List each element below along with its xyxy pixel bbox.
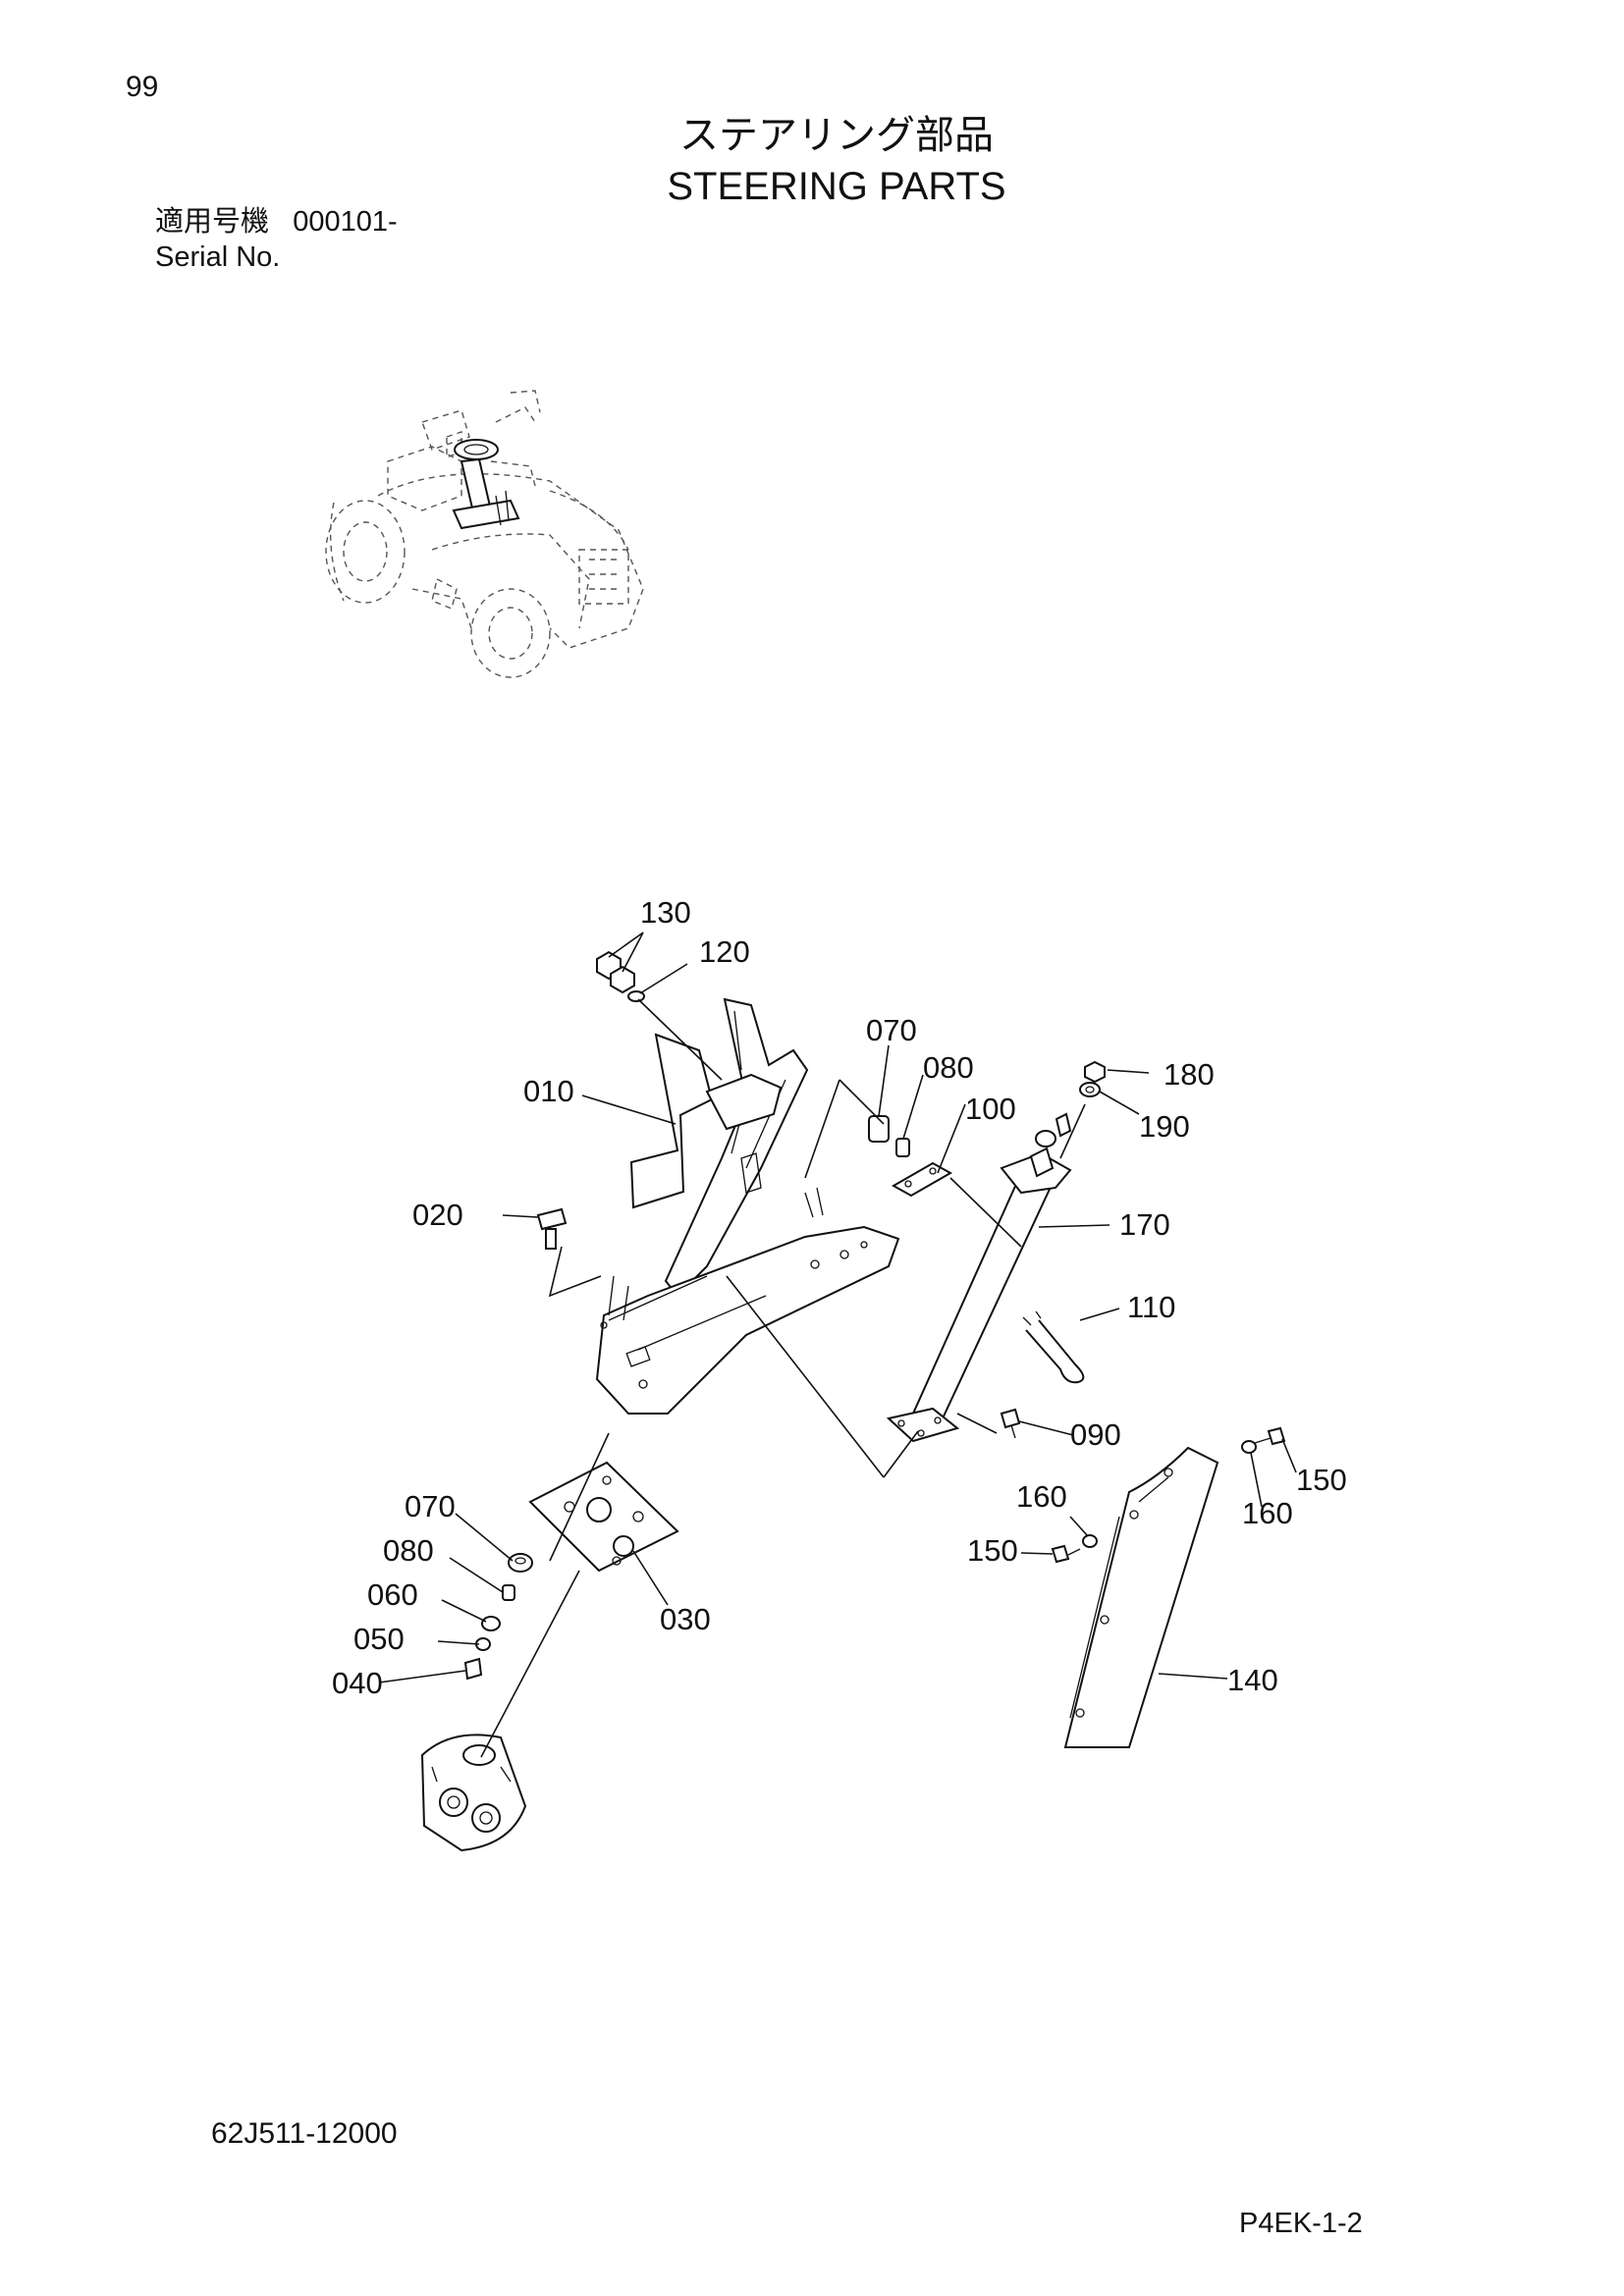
callout-140: 140 [1227, 1663, 1278, 1697]
leader-lines [378, 932, 1297, 1683]
page-number: 99 [126, 71, 159, 103]
callout-110: 110 [1127, 1290, 1175, 1324]
callout-050: 050 [353, 1622, 405, 1656]
callout-070-lower: 070 [405, 1489, 456, 1523]
washer-160-right [1241, 1440, 1257, 1454]
callout-040: 040 [332, 1666, 383, 1700]
callout-190: 190 [1139, 1109, 1190, 1144]
steering-unit [420, 1734, 527, 1852]
steering-column-170 [886, 1112, 1072, 1443]
callout-labels: 130 120 070 080 100 180 190 010 020 170 … [332, 895, 1347, 1700]
serial-label-japanese: 適用号機 [155, 206, 270, 238]
collar-080-lower [502, 1584, 515, 1601]
collar-070-lower [508, 1553, 533, 1573]
callout-130: 130 [640, 895, 691, 930]
washer-160-left [1082, 1534, 1098, 1548]
callout-030: 030 [660, 1602, 711, 1636]
callout-150-left: 150 [967, 1533, 1018, 1568]
page-title-japanese: ステアリング部品 [679, 114, 994, 157]
page-title: STEERING PARTS [667, 165, 1006, 208]
washer-190 [1079, 1082, 1101, 1097]
callout-150-right: 150 [1296, 1463, 1347, 1497]
serial-value: 000101- [293, 206, 398, 238]
plate-100 [891, 1161, 953, 1198]
washer-120 [627, 990, 645, 1002]
callout-020: 020 [412, 1198, 463, 1232]
steering-bracket-010 [595, 997, 900, 1415]
callout-070-upper: 070 [866, 1013, 917, 1047]
bolt-020 [536, 1207, 568, 1250]
collar-080-upper [895, 1138, 910, 1157]
callout-010: 010 [523, 1074, 574, 1108]
callout-170: 170 [1119, 1207, 1170, 1242]
serial-label: Serial No. [155, 241, 281, 273]
callout-090: 090 [1070, 1417, 1121, 1452]
nut-180 [1084, 1060, 1106, 1084]
bolt-090 [1000, 1408, 1021, 1439]
bolt-150-left [1051, 1544, 1081, 1564]
washer-060 [481, 1616, 501, 1631]
callout-060: 060 [367, 1577, 418, 1612]
callout-180: 180 [1164, 1057, 1215, 1092]
callout-160-right: 160 [1242, 1496, 1293, 1530]
document-code: 62J511-12000 [211, 2117, 398, 2150]
tractor-location-sketch [325, 390, 644, 678]
assembly-lines [480, 998, 1086, 1758]
cover-140 [1063, 1446, 1219, 1748]
page-code: P4EK-1-2 [1239, 2208, 1363, 2239]
callout-100: 100 [965, 1092, 1016, 1126]
bolt-040 [463, 1657, 483, 1681]
plate-030 [528, 1461, 679, 1573]
serial-range: 適用号機 000101- [155, 208, 398, 237]
nut-130 [596, 950, 635, 994]
callout-080-lower: 080 [383, 1533, 434, 1568]
bolt-150-right [1254, 1426, 1286, 1446]
callout-080-upper: 080 [923, 1050, 974, 1085]
u-bolt-110 [1022, 1310, 1085, 1384]
callout-160-left: 160 [1016, 1479, 1067, 1514]
callout-120: 120 [699, 934, 750, 969]
